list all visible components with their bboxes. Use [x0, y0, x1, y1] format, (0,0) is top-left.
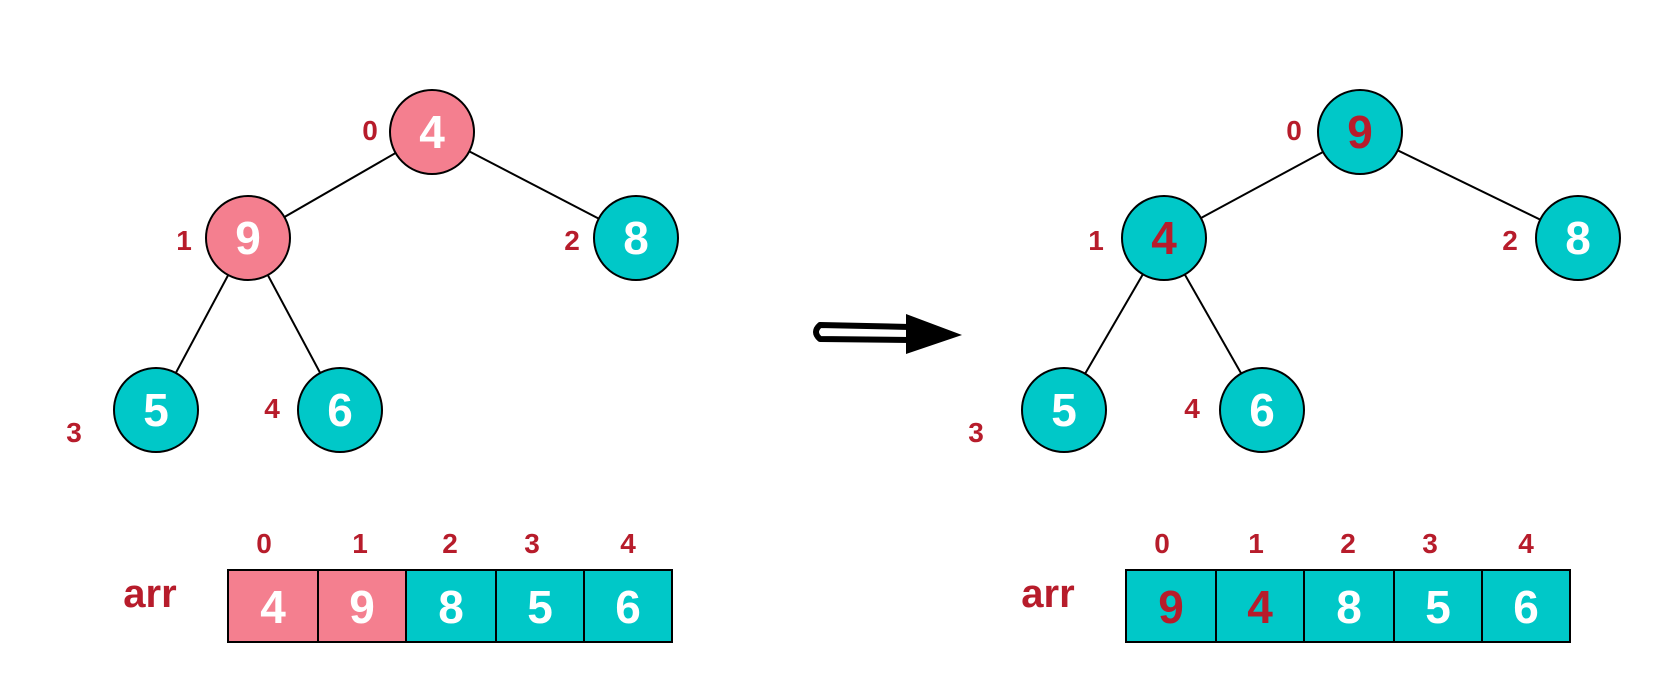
after-array-cell-3	[1393, 569, 1483, 643]
after-array-index-1: 1	[1248, 528, 1264, 559]
before-array-index-2: 2	[442, 528, 458, 559]
after-node-value-3: 5	[1051, 384, 1077, 436]
before-array-index-0: 0	[256, 528, 272, 559]
after-array-value-2: 8	[1336, 581, 1362, 633]
before-array-index-4: 4	[620, 528, 636, 559]
before-node-3	[113, 367, 199, 453]
after-node-index-1: 1	[1088, 225, 1104, 256]
before-array-cell-4	[583, 569, 673, 643]
after-node-value-4: 6	[1249, 384, 1275, 436]
after-array-value-4: 6	[1513, 581, 1539, 633]
before-array-value-3: 5	[527, 581, 553, 633]
after-node-4	[1219, 367, 1305, 453]
before-node-4	[297, 367, 383, 453]
before-array-cell-1	[317, 569, 407, 643]
before-node-index-1: 1	[176, 225, 192, 256]
before-node-value-1: 9	[235, 212, 261, 264]
before-node-index-0: 0	[362, 115, 378, 146]
after-node-index-3: 3	[968, 417, 984, 448]
after-array-index-2: 2	[1340, 528, 1356, 559]
after-node-1	[1121, 195, 1207, 281]
after-array-cell-4	[1481, 569, 1571, 643]
before-node-index-3: 3	[66, 417, 82, 448]
before-node-index-2: 2	[564, 225, 580, 256]
before-node-1	[205, 195, 291, 281]
after-node-value-0: 9	[1347, 106, 1373, 158]
before-node-0	[389, 89, 475, 175]
after-array-value-1: 4	[1247, 581, 1273, 633]
before-array-cell-2	[405, 569, 497, 643]
after-node-value-1: 4	[1151, 212, 1177, 264]
before-array-value-0: 4	[260, 581, 286, 633]
after-array: arr 0 1 2 3 4 9 4 8 5 6	[1021, 528, 1571, 643]
after-tree: 9 4 8 5 6 0 1 2 3 4	[968, 89, 1621, 453]
before-array-value-2: 8	[438, 581, 464, 633]
after-node-index-0: 0	[1286, 115, 1302, 146]
before-node-2	[593, 195, 679, 281]
before-array-label: arr	[123, 572, 176, 616]
before-node-value-2: 8	[623, 212, 649, 264]
after-array-index-0: 0	[1154, 528, 1170, 559]
after-node-index-4: 4	[1184, 393, 1200, 424]
after-array-cell-1	[1215, 569, 1305, 643]
before-node-index-4: 4	[264, 393, 280, 424]
double-arrow-right-icon	[813, 314, 962, 354]
after-node-3	[1021, 367, 1107, 453]
before-tree: 4 9 8 5 6 0 1 2 3 4	[66, 89, 679, 453]
before-node-value-4: 6	[327, 384, 353, 436]
after-array-value-3: 5	[1425, 581, 1451, 633]
before-array-cell-3	[495, 569, 585, 643]
before-array-index-1: 1	[352, 528, 368, 559]
after-array-value-0: 9	[1158, 581, 1184, 633]
before-node-value-3: 5	[143, 384, 169, 436]
before-array: arr 0 1 2 3 4 4 9 8 5 6	[123, 528, 673, 643]
after-array-label: arr	[1021, 572, 1074, 616]
after-array-index-3: 3	[1422, 528, 1438, 559]
after-node-2	[1535, 195, 1621, 281]
after-array-cell-2	[1303, 569, 1395, 643]
before-node-value-0: 4	[419, 106, 445, 158]
before-array-value-1: 9	[349, 581, 375, 633]
before-array-cell-0	[227, 569, 319, 643]
after-node-value-2: 8	[1565, 212, 1591, 264]
after-array-index-4: 4	[1518, 528, 1534, 559]
after-node-0	[1317, 89, 1403, 175]
before-array-value-4: 6	[615, 581, 641, 633]
before-array-index-3: 3	[524, 528, 540, 559]
after-node-index-2: 2	[1502, 225, 1518, 256]
